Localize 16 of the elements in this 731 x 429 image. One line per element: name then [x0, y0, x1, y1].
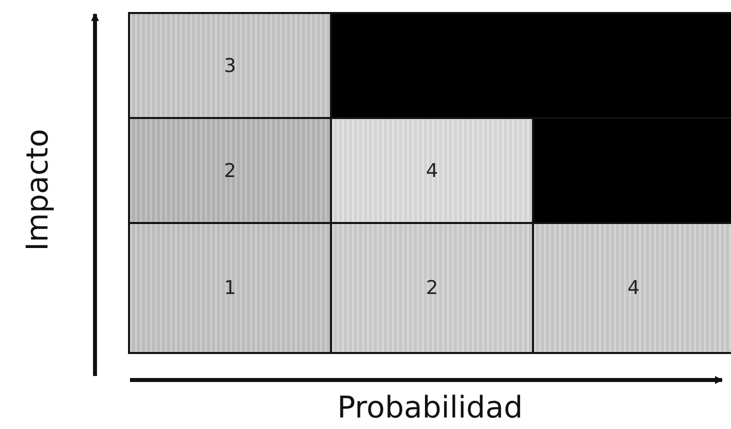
risk-score: 2: [426, 277, 438, 299]
matrix-cell: [330, 222, 534, 354]
risk-score: 4: [627, 277, 640, 299]
matrix-cell: [128, 222, 332, 354]
filled-cell: [532, 117, 731, 224]
filled-cell: [330, 12, 731, 119]
matrix-cell: [128, 117, 332, 224]
risk-score: 3: [224, 54, 236, 76]
risk-score: 1: [224, 277, 236, 299]
risk-score: 4: [426, 160, 438, 182]
axis-label: Probabilidad: [337, 390, 523, 426]
risk-score: 2: [224, 160, 236, 182]
matrix-cell: [532, 222, 731, 354]
matrix-cell: [128, 12, 332, 119]
matrix-cell: [330, 117, 534, 224]
axis-label: Impacto: [20, 128, 56, 252]
